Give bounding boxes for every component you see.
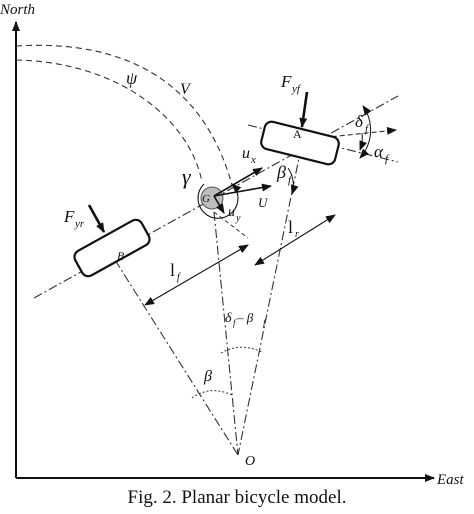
svg-text:F: F [280,72,292,91]
center-of-rotation-label: O [245,454,255,469]
delta-f-arc [359,105,372,159]
svg-text:x: x [250,154,256,166]
east-axis-label: East [436,472,465,488]
velocity-label: V [180,81,192,98]
rear-wheel [73,218,151,278]
rear-axle-label: B [117,249,125,263]
yaw-rate-label: γ [182,164,192,189]
rear-lateral-force-label: F yr [63,207,85,230]
yaw-rate-arc [197,183,242,219]
velocity-vectors [213,167,272,214]
resultant-velocity-label: U [258,195,269,210]
alpha-f-arc [359,132,367,151]
beta-f-label: β f [276,162,293,186]
coordinate-axes [12,21,435,482]
cg-label: G [202,193,210,205]
north-axis-label: North [0,2,35,18]
ux-label: u x [242,145,256,166]
delta-f-label: δ f [355,112,370,135]
svg-text:l: l [170,260,175,280]
beta-f-arc [287,167,299,195]
svg-text:δ: δ [225,311,232,326]
uy-label: u y [228,205,241,224]
svg-text:f: f [233,318,237,328]
heading-angle-label: ψ [126,68,138,88]
trajectory-arcs [15,44,233,186]
front-axle-label: A [293,127,302,141]
svg-text:yf: yf [291,83,302,95]
rear-lateral-force-arrow [87,204,106,233]
svg-text:δ: δ [355,112,364,131]
beta-arc [191,390,233,399]
svg-text:u: u [228,205,235,220]
svg-text:f: f [288,174,293,186]
svg-text:f: f [365,123,370,135]
lf-dimension-line [144,244,249,306]
svg-text:F: F [63,207,75,226]
svg-text:u: u [242,145,250,162]
delta-minus-beta-arc [220,346,263,354]
svg-text:y: y [235,213,241,224]
svg-text:f: f [385,153,390,165]
svg-text:α: α [374,142,384,161]
front-lateral-force-arrow [299,91,309,128]
svg-text:– β: – β [236,310,254,325]
front-wheel [260,120,340,166]
cg-radius-dash [213,211,249,239]
svg-text:yr: yr [74,218,85,230]
figure-caption: Fig. 2. Planar bicycle model. [127,487,347,508]
delta-minus-beta-label: δ f – β f [225,310,267,328]
lf-label: l f [170,260,181,283]
svg-text:f: f [177,272,181,283]
svg-text:l: l [288,217,293,237]
lr-dimension-line [254,214,336,266]
front-lateral-force-label: F yf [280,72,302,95]
svg-text:β: β [276,162,286,182]
alpha-f-label: α f [374,142,390,165]
sideslip-angle-label: β [203,368,212,385]
lr-label: l r [288,217,299,240]
svg-text:r: r [295,229,299,240]
svg-text:f: f [263,318,267,328]
